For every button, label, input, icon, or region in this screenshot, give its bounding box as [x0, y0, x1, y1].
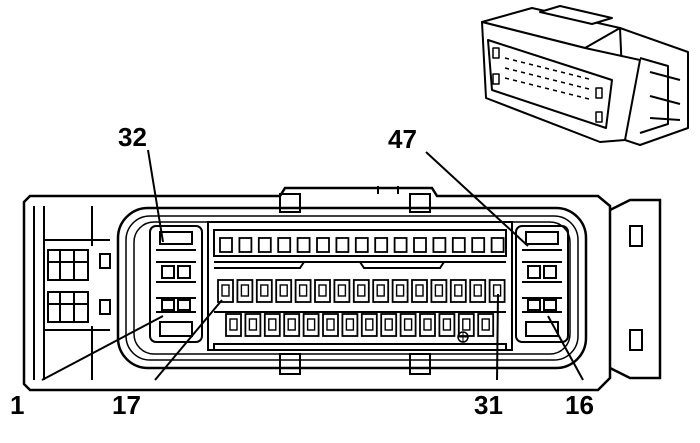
pin-contact	[365, 318, 374, 331]
face-outer-ring	[116, 206, 588, 370]
latch-tooth	[238, 237, 253, 253]
left-slot-detail	[33, 206, 111, 380]
pin-contact	[287, 318, 296, 331]
pin-contact	[434, 284, 444, 297]
latch-tooth	[219, 237, 233, 253]
leader-lines	[41, 149, 584, 381]
pin-label-47: 47	[388, 124, 417, 154]
pin-contact	[279, 284, 288, 297]
connector-isometric-view	[481, 5, 689, 146]
latch-tooth	[316, 237, 330, 253]
pin-contact	[462, 318, 471, 331]
pin-contact	[337, 284, 347, 297]
central-pin-block	[207, 221, 513, 351]
pin-contact	[318, 284, 327, 297]
pin-label-31: 31	[474, 390, 503, 420]
latch-tooth	[451, 237, 466, 253]
latch-tooth	[432, 237, 447, 253]
pin-contact	[229, 318, 238, 331]
pin-contact	[481, 318, 490, 331]
pin-label-16: 16	[565, 390, 594, 420]
pin-contact	[442, 318, 452, 331]
top-latch-row	[219, 237, 505, 253]
latch-tooth	[393, 237, 408, 253]
pin-contact	[415, 284, 424, 297]
pin-contact	[306, 318, 316, 331]
pin-contact	[268, 318, 277, 331]
latch-tooth	[277, 237, 292, 253]
latch-tooth	[354, 237, 369, 253]
pin-contact	[326, 318, 335, 331]
latch-tooth	[335, 237, 350, 253]
pin-contact	[376, 284, 385, 297]
connector-face-view	[22, 186, 662, 392]
lower-pin-row	[225, 313, 495, 337]
pin-contact	[248, 318, 258, 331]
pin-label-32: 32	[118, 122, 147, 152]
right-end-module	[515, 225, 569, 343]
pin-contact	[298, 284, 308, 297]
right-latch	[609, 198, 662, 380]
pin-contact	[454, 284, 463, 297]
pin-contact	[357, 284, 366, 297]
connector-housing	[22, 186, 612, 392]
pin-contact	[403, 318, 413, 331]
latch-tooth	[471, 237, 486, 253]
pin-contact	[423, 318, 432, 331]
pin-contact	[260, 284, 269, 297]
left-end-module	[149, 225, 203, 343]
pin-contact	[240, 284, 250, 297]
latch-tooth	[413, 237, 427, 253]
latch-tooth	[374, 237, 389, 253]
pin-contact	[473, 284, 482, 297]
pin-contact	[384, 318, 393, 331]
pin-contact	[345, 318, 355, 331]
pin-contact	[221, 284, 230, 297]
latch-tooth	[490, 237, 505, 253]
pin-contact	[395, 284, 405, 297]
latch-tooth	[257, 237, 272, 253]
latch-tooth	[296, 237, 311, 253]
pin-label-17: 17	[112, 390, 141, 420]
upper-pin-row	[217, 279, 506, 303]
pin-label-1: 1	[10, 390, 24, 420]
